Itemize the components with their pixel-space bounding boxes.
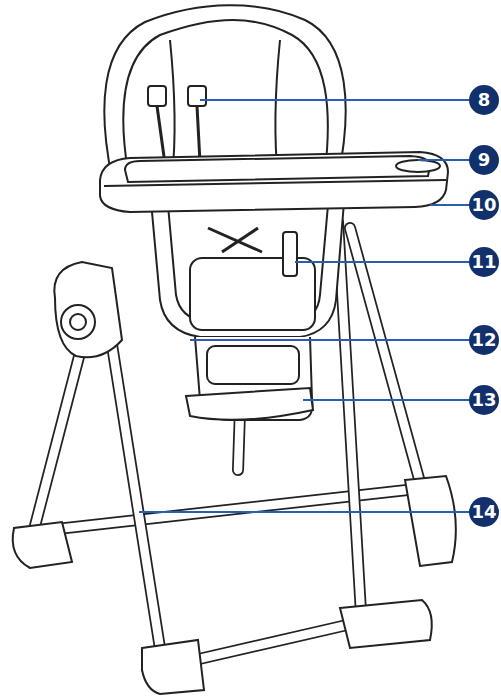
callout-number: 9 [469,145,499,175]
recline-knob [54,262,122,357]
callout-number: 12 [469,325,499,355]
tray [100,152,448,212]
callout-number: 10 [469,190,499,220]
leader-lines [139,100,470,512]
footrest [186,337,313,420]
rear-legs [13,228,456,568]
callout-number: 8 [469,85,499,115]
callout-number: 14 [469,497,499,527]
callout-number: 11 [469,247,499,277]
callout-circles [469,85,499,527]
callout-number: 13 [469,385,499,415]
